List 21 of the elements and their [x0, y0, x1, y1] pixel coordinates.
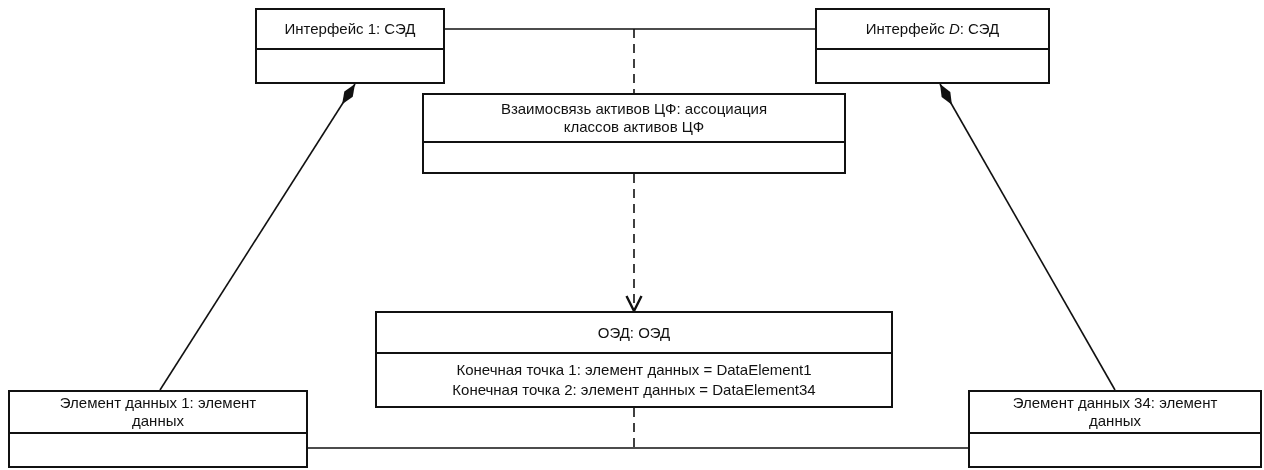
composition-line: [939, 83, 1116, 391]
association-line: [633, 28, 635, 94]
class-box: [815, 8, 1050, 84]
class-name: ОЭД: ОЭД: [597, 323, 671, 342]
dependency-arrow: [625, 173, 643, 313]
class-name: Элемент данных 1: элемент данных: [58, 394, 258, 430]
class-name: Интерфейс 1: СЭД: [284, 20, 416, 38]
class-box: [8, 390, 308, 468]
class-box: [255, 8, 445, 84]
association-line: [444, 28, 816, 30]
class-name: Элемент данных 34: элемент данных: [1011, 394, 1219, 430]
class-name: Интерфейс D: СЭД: [865, 20, 1000, 38]
class-name: Взаимосвязь активов ЦФ: ассоциация классов активов ЦФ: [499, 100, 769, 136]
class-box: [422, 93, 846, 174]
class-box: [375, 311, 893, 408]
association-line: [633, 407, 635, 449]
attribute-text: Конечная точка 1: элемент данных = DataElement1: [456, 360, 812, 380]
association-line: [307, 447, 969, 449]
attribute-text: Конечная точка 2: элемент данных = DataElement34: [452, 380, 816, 400]
composition-line: [159, 83, 356, 391]
class-box: [968, 390, 1262, 468]
